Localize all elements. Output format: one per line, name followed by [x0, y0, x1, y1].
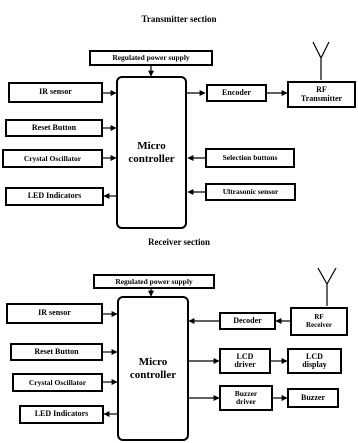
tx-selection-buttons-block: Selection buttons: [205, 148, 295, 168]
tx-power-supply-block: Regulated power supply: [89, 50, 213, 66]
rx-rf-receiver-block: RF Receiver: [290, 307, 348, 336]
rx-buzzer-driver-block: Buzzer driver: [219, 385, 273, 411]
antenna-icon: [312, 41, 330, 80]
rx-lcd-driver-block: LCD driver: [219, 348, 271, 374]
rx-microcontroller-block: Micro controller: [117, 296, 189, 441]
rx-buzzer-block: Buzzer: [287, 388, 339, 408]
tx-microcontroller-block: Micro controller: [116, 76, 187, 229]
tx-led-indicators-block: LED Indicators: [5, 187, 104, 206]
receiver-section-title: Receiver section: [147, 237, 211, 247]
tx-rf-transmitter-block: RF Transmitter: [287, 81, 356, 108]
rx-decoder-block: Decoder: [219, 312, 276, 330]
rx-ir-sensor-block: IR sensor: [6, 303, 103, 324]
tx-ir-sensor-block: IR sensor: [8, 82, 103, 103]
rx-led-indicators-block: LED Indicators: [19, 405, 104, 424]
transmitter-section-title: Transmitter section: [141, 14, 217, 24]
tx-crystal-oscillator-block: Crystal Oscillator: [2, 149, 103, 168]
tx-reset-button-block: Reset Button: [5, 119, 103, 137]
tx-ultrasonic-sensor-block: Ultrasonic sensor: [205, 183, 296, 201]
rx-lcd-display-block: LCD display: [287, 348, 342, 374]
rx-power-supply-block: Regulated power supply: [93, 274, 215, 289]
tx-encoder-block: Encoder: [206, 84, 267, 102]
antenna-icon: [317, 267, 337, 306]
rx-reset-button-block: Reset Button: [10, 343, 103, 361]
rx-crystal-oscillator-block: Crystal Oscillator: [12, 373, 103, 392]
